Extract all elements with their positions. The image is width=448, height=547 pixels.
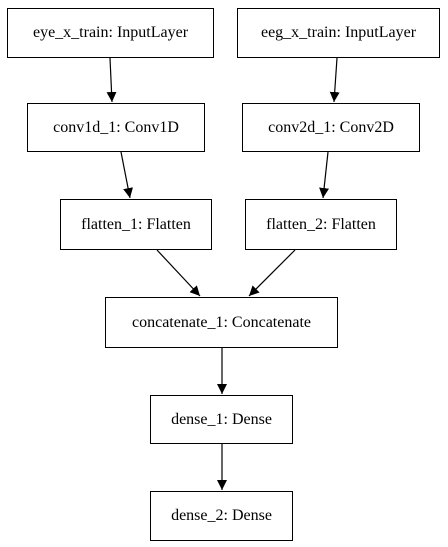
- node-label: eeg_x_train: InputLayer: [260, 24, 417, 41]
- edge-conv2d-1-to-flatten-2: [319, 151, 330, 199]
- edge-conv1d-1-to-flatten-1: [120, 151, 133, 199]
- node-eye-x-train: eye_x_train: InputLayer: [7, 8, 214, 58]
- edge-eeg-x-train-to-conv2d-1: [329, 57, 340, 103]
- node-label: dense_1: Dense: [171, 410, 272, 428]
- node-label: dense_2: Dense: [171, 507, 272, 524]
- node-label: conv2d_1: Conv2D: [268, 118, 394, 136]
- node-conv1d-1: conv1d_1: Conv1D: [27, 103, 205, 152]
- edge-flatten-2-to-concatenate-1: [248, 249, 296, 297]
- node-label: concatenate_1: Concatenate: [131, 313, 311, 331]
- node-eeg-x-train: eeg_x_train: InputLayer: [237, 8, 440, 58]
- node-label: flatten_2: Flatten: [266, 215, 376, 233]
- node-flatten-1: flatten_1: Flatten: [60, 199, 212, 250]
- edge-eye-x-train-to-conv1d-1: [106, 57, 117, 103]
- edge-flatten-1-to-concatenate-1: [156, 249, 201, 297]
- node-label: conv1d_1: Conv1D: [53, 118, 179, 136]
- node-concatenate-1: concatenate_1: Concatenate: [105, 297, 338, 348]
- node-conv2d-1: conv2d_1: Conv2D: [242, 103, 420, 152]
- node-dense-2: dense_2: Dense: [150, 491, 293, 541]
- node-dense-1: dense_1: Dense: [150, 395, 293, 444]
- node-label: flatten_1: Flatten: [81, 215, 191, 233]
- node-label: eye_x_train: InputLayer: [32, 24, 189, 41]
- node-flatten-2: flatten_2: Flatten: [245, 199, 397, 250]
